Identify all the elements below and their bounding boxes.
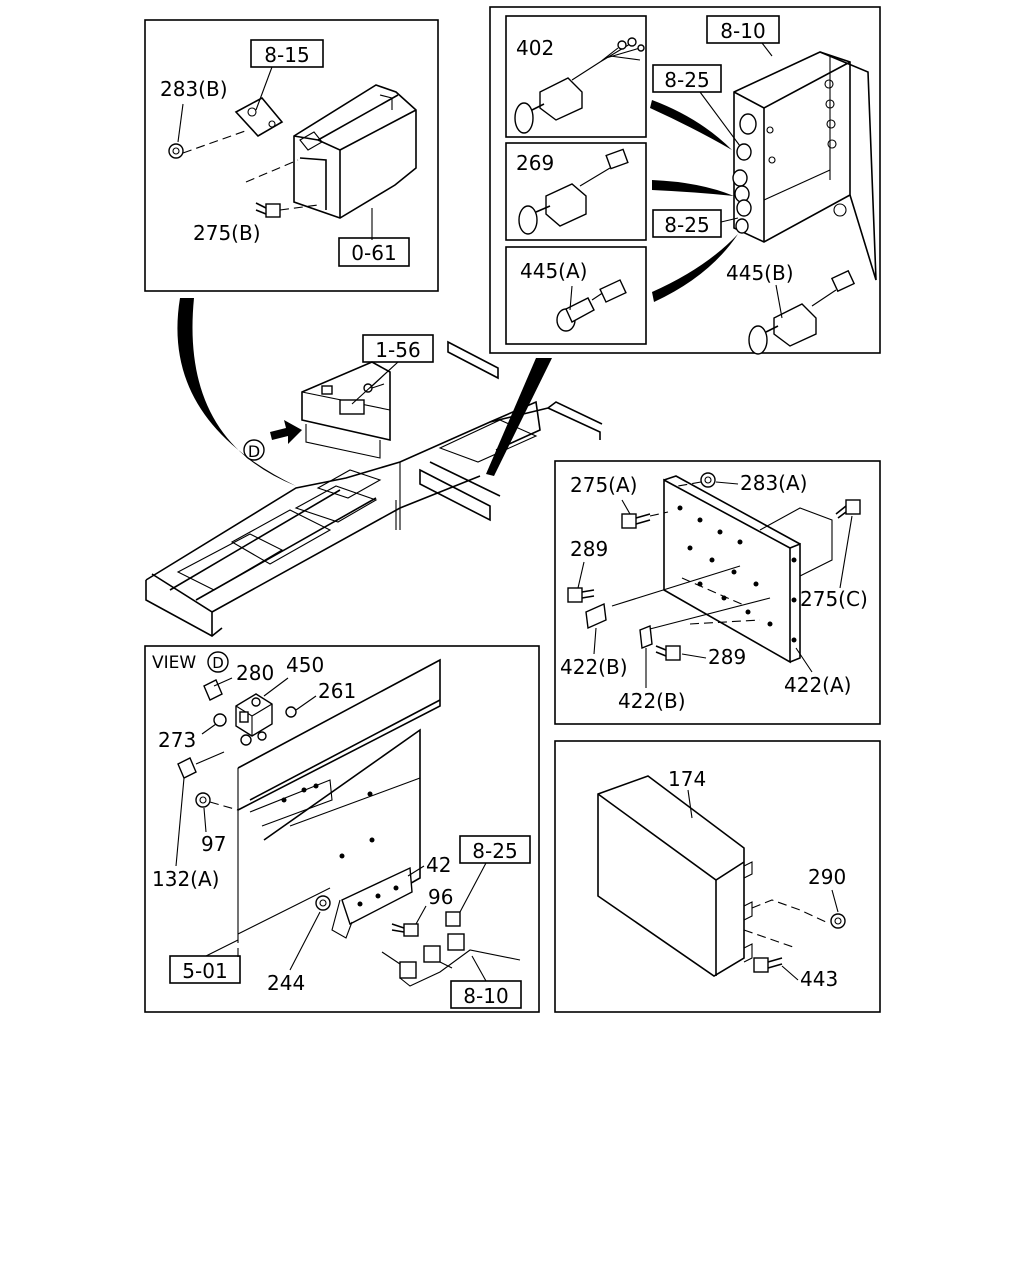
panel-top-left [144,19,439,292]
label-275a: 275(A) [570,473,637,497]
ref-8-25-view-label: 8-25 [472,839,517,863]
label-97: 97 [201,832,226,856]
switch-panel-box [732,51,877,281]
view-d-marker: D [212,654,224,672]
ref-1-56-label: 1-56 [375,338,420,362]
view-d-drawing [177,658,521,987]
ref-0-61-label: 0-61 [351,241,396,265]
bolt-289-lower-icon [655,645,681,661]
label-422b-right: 422(B) [618,689,686,713]
label-132a: 132(A) [152,867,219,891]
ref-box-8-25-view: 8-25 [459,835,531,864]
nut-283a-icon [700,472,716,488]
label-283a: 283(A) [740,471,807,495]
label-402: 402 [516,36,554,60]
ref-8-10-top-label: 8-10 [720,19,765,43]
ref-box-8-10-top: 8-10 [706,15,780,44]
panel-mid-right [554,460,881,725]
switch-402-icon [514,37,645,134]
inset-402 [505,15,647,138]
label-422a: 422(A) [784,673,851,697]
label-275c: 275(C) [800,587,868,611]
label-443: 443 [800,967,838,991]
ref-box-1-56: 1-56 [362,334,434,363]
bracket-plate-drawing [585,475,833,664]
control-box-drawing [168,84,417,240]
callout-wedge-269 [652,180,734,196]
bolt-275b-icon [255,202,281,218]
label-273: 273 [158,728,196,752]
label-275b: 275(B) [193,221,261,245]
nut-283b-icon [168,143,184,159]
label-174: 174 [668,767,706,791]
ref-8-25-lower-label: 8-25 [664,213,709,237]
label-280: 280 [236,661,274,685]
panel-view-d [144,645,540,1013]
label-283b: 283(B) [160,77,228,101]
label-261: 261 [318,679,356,703]
label-96: 96 [428,885,453,909]
inset-269 [505,142,647,241]
module-174-drawing [597,775,827,977]
view-d-label: VIEW [152,653,196,673]
callout-wedge-top-left [177,298,296,486]
ref-box-8-25-upper: 8-25 [652,64,722,93]
label-445b: 445(B) [726,261,794,285]
chassis-frame [145,340,603,637]
callout-wedge-445a [652,234,738,302]
label-42: 42 [426,853,451,877]
ref-8-15-label: 8-15 [264,43,309,67]
switch-269-icon [518,148,629,235]
label-289-upper: 289 [570,537,608,561]
label-445a: 445(A) [520,259,587,283]
bolt-289-upper-icon [567,587,595,603]
view-d-arrow-icon: D [243,420,302,461]
ref-box-0-61: 0-61 [338,237,410,267]
label-422b-left: 422(B) [560,655,628,679]
label-289-lower: 289 [708,645,746,669]
bolt-275c-icon [835,499,861,519]
label-244: 244 [267,971,305,995]
ref-8-10-view-label: 8-10 [463,984,508,1008]
callout-wedge-402 [650,100,732,150]
switch-445b-icon [748,269,856,355]
ref-8-25-upper-label: 8-25 [664,68,709,92]
callout-wedge-top-right [486,358,552,476]
ref-box-5-01: 5-01 [169,955,241,984]
nut-290-icon [830,913,846,929]
panel-bottom-right [554,740,881,1013]
view-marker-frame: D [248,442,260,461]
label-450: 450 [286,653,324,677]
inset-445a [505,246,647,345]
bolt-443-icon [753,957,783,973]
ref-box-8-15: 8-15 [250,39,324,68]
sensor-445a-icon [556,279,627,332]
view-d-header: VIEW D [152,651,229,673]
label-290: 290 [808,865,846,889]
ref-box-8-25-lower: 8-25 [652,209,722,238]
bolt-275a-icon [621,513,651,529]
ref-box-8-10-view: 8-10 [450,980,522,1009]
label-269: 269 [516,151,554,175]
panel-top-right [489,6,881,354]
ref-5-01-label: 5-01 [182,959,227,983]
